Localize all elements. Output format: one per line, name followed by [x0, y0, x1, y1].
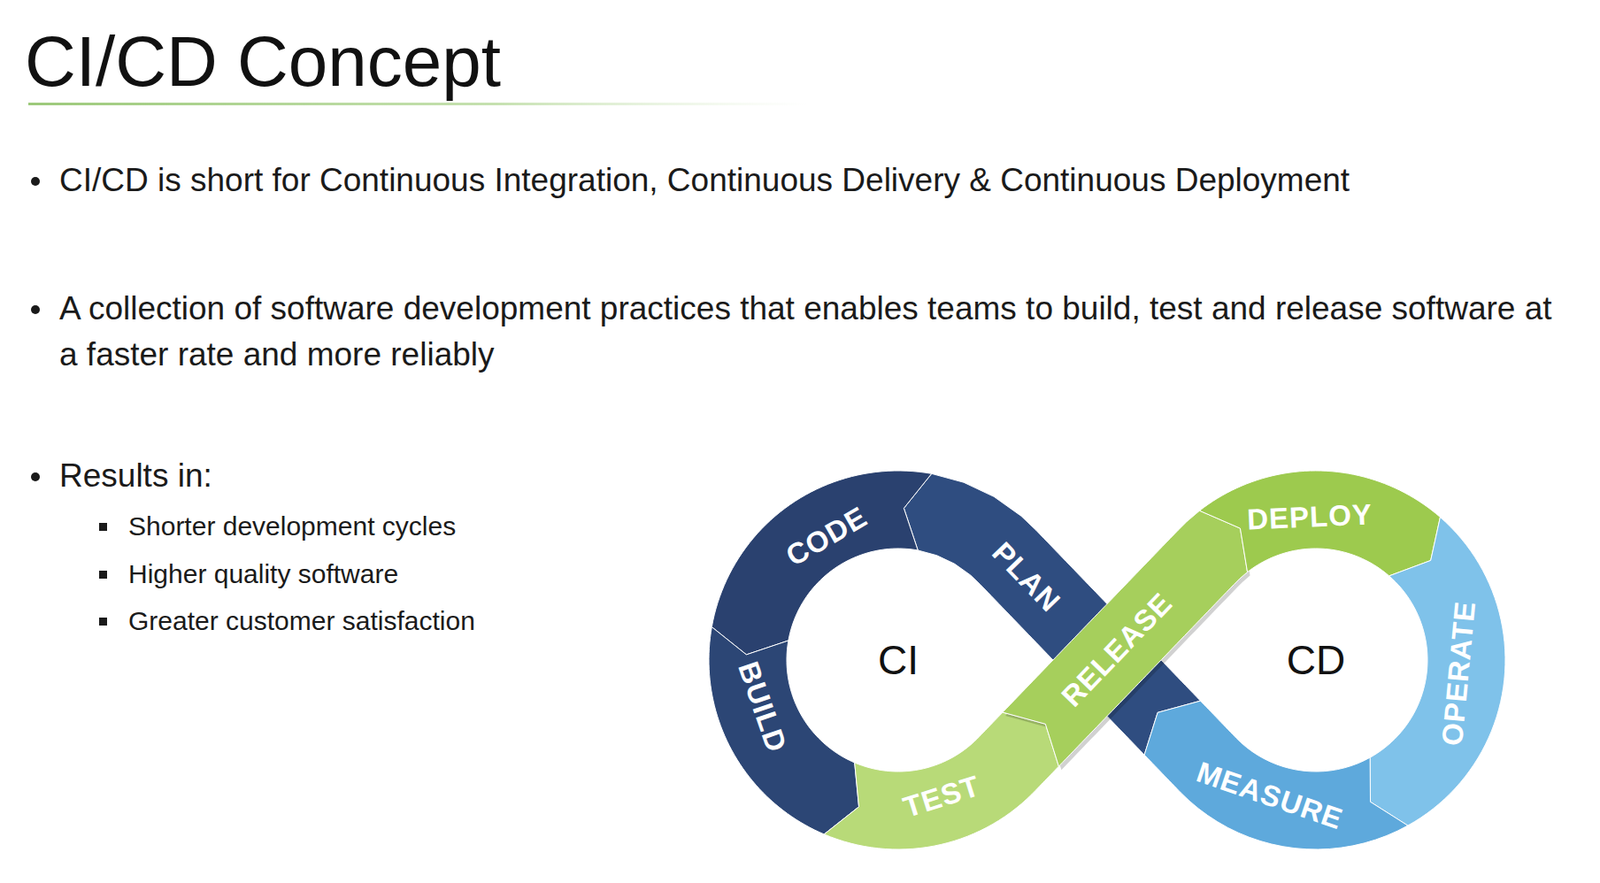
- bullet-square: [99, 617, 108, 626]
- loop-label: CI: [877, 639, 919, 681]
- measure-segment: [1144, 700, 1408, 850]
- build-segment: [708, 627, 860, 835]
- sub-bullet-text: Greater customer satisfaction: [128, 603, 677, 639]
- bullet-dot: [30, 176, 40, 186]
- bullet-square: [99, 523, 108, 531]
- code-segment: [711, 470, 931, 655]
- infinity-loop: [708, 470, 1506, 850]
- bullet-text: Results in:: [59, 453, 591, 500]
- bullet-markers: [30, 176, 108, 626]
- bullet-square: [99, 570, 108, 579]
- sub-bullet-text: Higher quality software: [128, 556, 677, 593]
- test-segment: [823, 712, 1059, 850]
- deploy-segment: [1199, 470, 1440, 577]
- loop-label: CD: [1286, 639, 1346, 681]
- bullet-text: CI/CD is short for Continuous Integratio…: [59, 157, 1595, 204]
- operate-segment: [1369, 517, 1506, 827]
- bullet-dot: [30, 472, 40, 482]
- bullet-text: A collection of software development pra…: [59, 285, 1564, 378]
- slide-title: CI/CD Concept: [24, 26, 501, 98]
- title-underline: [28, 102, 808, 106]
- stage-label: DEPLOY: [1246, 500, 1373, 535]
- bullet-dot: [30, 305, 40, 315]
- sub-bullet-text: Shorter development cycles: [128, 508, 677, 545]
